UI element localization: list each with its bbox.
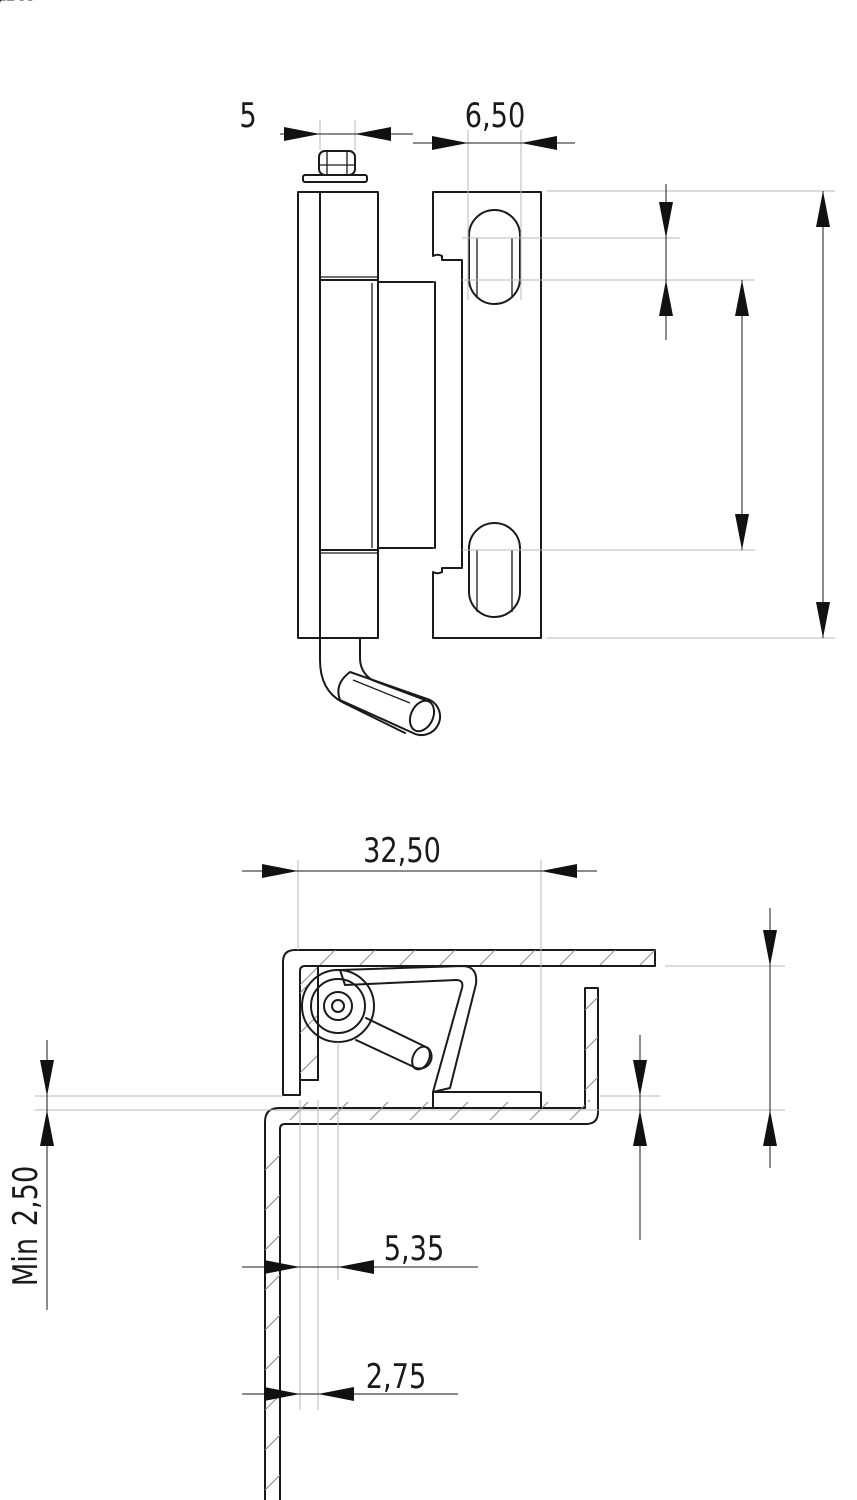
dim-slot-center <box>413 136 575 150</box>
label-section-height: 19,50 <box>0 0 39 9</box>
dim-section-width <box>242 864 597 878</box>
dim-min-gap <box>40 1040 54 1310</box>
label-hole-distance: 36,50 <box>0 0 39 9</box>
label-sheet-thickness: 2,75 <box>366 1357 427 1397</box>
dim-hole-distance <box>735 280 749 550</box>
hinge-section-view: 32,50 19,50 2,50 Min 2,50 5,35 2,75 <box>0 0 785 1500</box>
label-slot-height: 5,50 <box>0 0 30 9</box>
base-block <box>432 1091 542 1109</box>
section-pin <box>301 969 433 1071</box>
label-min-word: Min <box>6 1238 46 1286</box>
hinge-leaf-plate <box>432 191 542 639</box>
label-min-value: 2,50 <box>6 1166 46 1227</box>
dim-section-height <box>763 908 777 1168</box>
dim-pin-offset <box>280 127 413 141</box>
hinge-front-view: 5 6,50 5,50 36,50 60 <box>0 0 835 737</box>
label-slot-center: 6,50 <box>465 96 526 136</box>
dim-slot-height <box>659 184 673 340</box>
spring-link <box>339 965 478 1093</box>
label-pin-axis-offset: 5,35 <box>384 1229 445 1269</box>
section-bottom-leaf <box>264 987 599 1500</box>
knuckle-bottom <box>319 549 379 639</box>
label-pin-offset: 5 <box>239 96 256 136</box>
label-section-width: 32,50 <box>363 831 441 871</box>
pin-head <box>302 150 368 183</box>
dim-pin-axis-offset <box>242 1260 478 1274</box>
knuckle-middle <box>319 279 379 551</box>
dim-overall-height <box>816 191 830 638</box>
pin-handle <box>319 637 442 737</box>
label-plate-thickness: 2,50 <box>0 0 30 9</box>
mounting-slot-top <box>468 209 521 305</box>
label-min-gap: Min 2,50 <box>6 1166 46 1286</box>
knuckle-top <box>319 191 379 281</box>
dim-plate-thickness <box>633 1035 647 1240</box>
dim-sheet-thickness <box>242 1387 458 1401</box>
section-top-leaf <box>282 949 656 1096</box>
mounting-slot-bottom <box>468 522 521 618</box>
label-overall-height: 60 <box>0 0 17 9</box>
hinge-knuckle-strip <box>297 191 321 639</box>
